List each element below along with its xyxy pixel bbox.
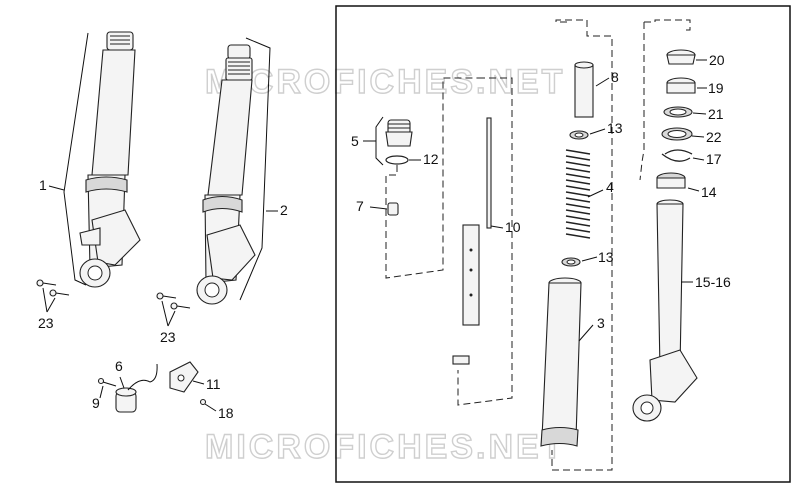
bracket-11 <box>169 361 205 393</box>
label-6: 6 <box>115 358 123 374</box>
label-1: 1 <box>39 177 47 193</box>
label-4: 4 <box>606 179 614 195</box>
label-13-top: 13 <box>607 120 623 136</box>
label-19: 19 <box>708 80 724 96</box>
bracket-5 <box>375 116 384 166</box>
washer-21 <box>663 106 707 118</box>
fork-left-assembly <box>79 31 141 288</box>
dust-seal-20 <box>666 49 707 65</box>
spring-4 <box>565 149 604 239</box>
screw-9 <box>97 377 117 399</box>
sensor-6 <box>115 363 158 413</box>
lower-leg-15-16 <box>632 199 698 422</box>
top-cap-5 <box>385 119 413 147</box>
retainer-19 <box>666 77 707 94</box>
label-22: 22 <box>706 129 722 145</box>
label-14: 14 <box>701 184 717 200</box>
o-ring-12 <box>385 155 409 165</box>
screw-18 <box>199 398 217 412</box>
label-11: 11 <box>206 376 221 392</box>
label-7: 7 <box>356 198 364 214</box>
watermark-top: MICROFICHES.NET <box>205 63 565 101</box>
label-17: 17 <box>706 151 722 167</box>
dash-group-spring <box>551 19 613 471</box>
label-23-right: 23 <box>160 329 176 345</box>
label-3: 3 <box>597 315 605 331</box>
bolt-pair-23-right <box>156 292 191 327</box>
bushing-14 <box>656 172 700 192</box>
label-2: 2 <box>280 202 288 218</box>
label-13-bottom: 13 <box>598 249 614 265</box>
preload-tube-8 <box>574 61 610 118</box>
label-9: 9 <box>92 395 100 411</box>
label-18: 18 <box>218 405 234 421</box>
label-5: 5 <box>351 133 359 149</box>
label-23-left: 23 <box>38 315 54 331</box>
label-10: 10 <box>505 219 521 235</box>
dash-group-seals <box>639 19 691 181</box>
watermark-bottom: MICROFICHES.NET <box>205 428 565 466</box>
oil-seal-22 <box>661 127 705 141</box>
label-8: 8 <box>611 69 619 85</box>
bolt-pair-23-left <box>36 279 70 313</box>
cartridge-10 <box>452 117 504 365</box>
label-15-16: 15-16 <box>695 274 731 290</box>
label-12: 12 <box>423 151 439 167</box>
outer-tube-3 <box>540 277 594 447</box>
washer-13-bottom <box>561 256 598 267</box>
dash-group-cartridge <box>457 77 513 406</box>
label-21: 21 <box>708 106 724 122</box>
detail-frame <box>335 5 791 483</box>
dash-group-cap <box>385 77 478 279</box>
bracket-fork-1 <box>63 32 89 286</box>
bracket-fork-2 <box>239 37 271 301</box>
label-20: 20 <box>709 52 725 68</box>
fork-right-assembly <box>196 44 256 305</box>
bush-7 <box>369 202 399 216</box>
washer-13-top <box>569 128 606 140</box>
circlip-17 <box>661 149 705 162</box>
